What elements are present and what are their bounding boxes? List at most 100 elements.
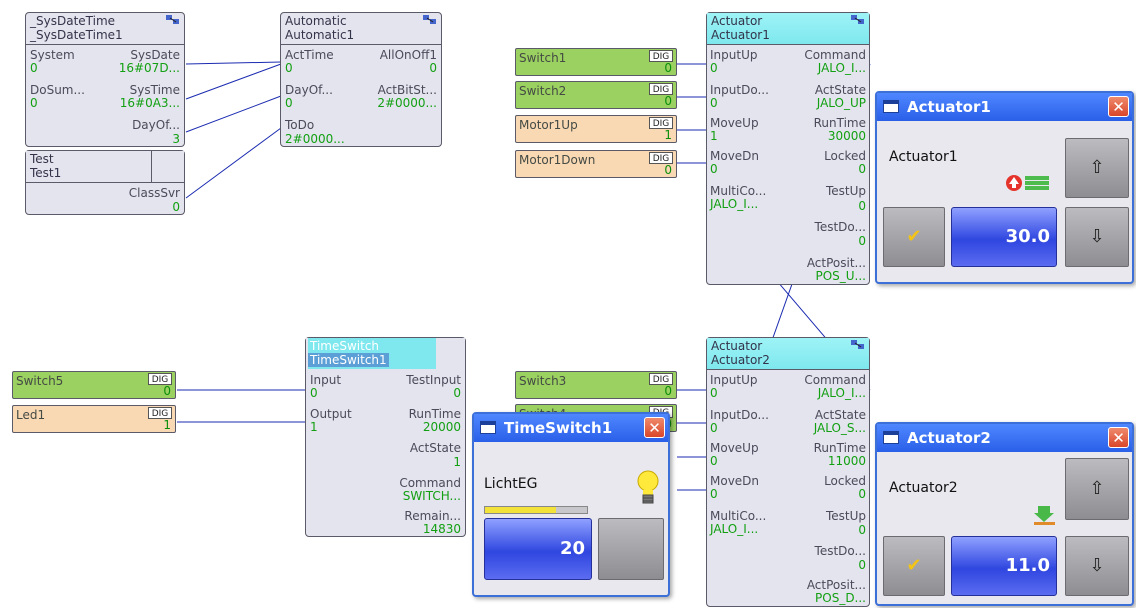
pin-label: Command bbox=[804, 373, 866, 387]
position-value[interactable]: 30.0 bbox=[951, 207, 1057, 267]
window-actuator2[interactable]: Actuator2 ✕ Actuator2 ⇧ ✔ 11.0 ⇩ bbox=[875, 422, 1134, 606]
close-icon[interactable]: ✕ bbox=[644, 417, 665, 438]
window-actuator1[interactable]: Actuator1 ✕ Actuator1 ⇧ ✔ 30.0 ⇩ bbox=[875, 91, 1134, 284]
pin-label: InputDo... bbox=[710, 83, 769, 97]
block-name: Actuator2 bbox=[711, 353, 770, 367]
close-icon[interactable]: ✕ bbox=[1108, 427, 1129, 448]
checkmark-icon: ✔ bbox=[906, 226, 922, 247]
pin-label: TestInput bbox=[406, 373, 461, 387]
pin-value: 1 bbox=[710, 129, 718, 143]
pin-label: ActBitSt... bbox=[377, 83, 437, 97]
up-button[interactable]: ⇧ bbox=[1065, 138, 1129, 198]
dig-switch1[interactable]: Switch1 DIG 0 bbox=[515, 48, 677, 76]
down-button[interactable]: ⇩ bbox=[1065, 207, 1129, 267]
block-link-icon bbox=[851, 340, 864, 349]
block-header: Test Test1 bbox=[26, 151, 184, 183]
confirm-button[interactable]: ✔ bbox=[883, 207, 945, 267]
window-titlebar[interactable]: Actuator2 ✕ bbox=[877, 424, 1132, 452]
close-icon[interactable]: ✕ bbox=[1108, 96, 1129, 117]
pin-value: 1 bbox=[310, 420, 318, 434]
dig-led1[interactable]: Led1 DIG 1 bbox=[12, 405, 176, 433]
window-icon bbox=[883, 100, 899, 113]
pin-value: SWITCH... bbox=[402, 489, 461, 503]
switch-label: LichtEG bbox=[484, 476, 538, 492]
dig-value: 0 bbox=[664, 163, 672, 177]
up-button[interactable]: ⇧ bbox=[1065, 458, 1129, 520]
pin-value: 0 bbox=[710, 386, 718, 400]
pin-label: ActState bbox=[409, 441, 461, 455]
pin-value: 1 bbox=[453, 455, 461, 469]
pin-label: SysDate bbox=[130, 48, 180, 62]
dig-switch2[interactable]: Switch2 DIG 0 bbox=[515, 81, 677, 109]
block-timeswitch[interactable]: TimeSwitch TimeSwitch1 Input 0 TestInput… bbox=[305, 337, 466, 537]
dig-name: Motor1Down bbox=[519, 153, 596, 167]
block-header: Actuator Actuator2 bbox=[707, 338, 869, 370]
block-sysdatetime[interactable]: _SysDateTime _SysDateTime1 System 0 SysD… bbox=[25, 12, 185, 147]
pin-label: ActPosit... bbox=[806, 256, 866, 270]
wire bbox=[185, 63, 282, 100]
divider bbox=[151, 151, 152, 183]
window-titlebar[interactable]: Actuator1 ✕ bbox=[877, 93, 1132, 121]
position-value[interactable]: 11.0 bbox=[951, 536, 1057, 596]
dig-switch3[interactable]: Switch3 DIG 0 bbox=[515, 371, 677, 399]
block-actuator1[interactable]: Actuator Actuator1 InputUp 0 Command JAL… bbox=[706, 12, 870, 285]
pin-value: 0 bbox=[858, 199, 866, 213]
window-timeswitch[interactable]: TimeSwitch1 ✕ LichtEG 20 bbox=[472, 412, 670, 597]
pin-value: 0 bbox=[453, 386, 461, 400]
dig-name: Switch3 bbox=[519, 374, 567, 388]
block-header: _SysDateTime _SysDateTime1 bbox=[26, 13, 184, 45]
time-value[interactable]: 20 bbox=[484, 518, 592, 580]
window-icon bbox=[883, 431, 899, 444]
pin-value: 3 bbox=[172, 132, 180, 146]
block-name: _SysDateTime1 bbox=[30, 28, 123, 42]
dig-name: Switch5 bbox=[16, 374, 64, 388]
dig-name: Motor1Up bbox=[519, 118, 578, 132]
pin-value: JALO_I... bbox=[710, 197, 759, 211]
block-test[interactable]: Test Test1 ClassSvr 0 bbox=[25, 150, 185, 215]
pin-label: ActState bbox=[814, 83, 866, 97]
down-button[interactable]: ⇩ bbox=[1065, 536, 1129, 596]
pin-label: ActTime bbox=[285, 48, 334, 62]
block-name: Test1 bbox=[30, 166, 62, 180]
pin-value: 0 bbox=[858, 523, 866, 537]
dig-tag: DIG bbox=[148, 373, 172, 385]
wire bbox=[185, 127, 282, 199]
dig-tag: DIG bbox=[649, 152, 673, 164]
pin-value: 0 bbox=[710, 487, 718, 501]
pin-value: 2#0000... bbox=[377, 96, 437, 110]
dig-value: 1 bbox=[163, 418, 171, 432]
pin-value: 20000 bbox=[422, 420, 461, 434]
block-type: _SysDateTime bbox=[30, 14, 116, 28]
pin-label: DayOf... bbox=[132, 118, 180, 132]
pin-label: DayOf... bbox=[285, 83, 333, 97]
block-automatic[interactable]: Automatic Automatic1 ActTime 0 AllOnOff1… bbox=[280, 12, 442, 147]
block-header: TimeSwitch TimeSwitch1 bbox=[306, 338, 465, 370]
pin-value: 0 bbox=[310, 386, 318, 400]
pin-label: Locked bbox=[824, 149, 866, 163]
pin-value: 0 bbox=[858, 487, 866, 501]
dig-name: Led1 bbox=[16, 408, 46, 422]
window-titlebar[interactable]: TimeSwitch1 ✕ bbox=[474, 414, 668, 442]
pin-value: 2#0000... bbox=[285, 132, 345, 146]
pin-label: AllOnOff1 bbox=[379, 48, 437, 62]
pin-label: Command bbox=[804, 48, 866, 62]
block-name: TimeSwitch1 bbox=[308, 353, 389, 367]
dig-name: Switch1 bbox=[519, 51, 567, 65]
arrow-up-icon: ⇧ bbox=[1089, 157, 1105, 178]
dig-motor1down[interactable]: Motor1Down DIG 0 bbox=[515, 150, 677, 178]
wire bbox=[185, 61, 282, 65]
pin-label: DoSum... bbox=[30, 83, 85, 97]
dig-motor1up[interactable]: Motor1Up DIG 1 bbox=[515, 115, 677, 143]
dig-tag: DIG bbox=[649, 83, 673, 95]
dig-value: 1 bbox=[664, 128, 672, 142]
pin-label: MoveUp bbox=[710, 116, 759, 130]
confirm-button[interactable]: ✔ bbox=[883, 536, 945, 596]
pin-value: JALO_UP bbox=[816, 96, 866, 110]
pin-value: 11000 bbox=[827, 454, 866, 468]
block-name: Automatic1 bbox=[285, 28, 355, 42]
checkmark-icon: ✔ bbox=[906, 555, 922, 576]
toggle-button[interactable] bbox=[598, 518, 664, 580]
dig-switch5[interactable]: Switch5 DIG 0 bbox=[12, 371, 176, 399]
dig-tag: DIG bbox=[649, 373, 673, 385]
block-actuator2[interactable]: Actuator Actuator2 InputUp 0 Command JAL… bbox=[706, 337, 870, 607]
